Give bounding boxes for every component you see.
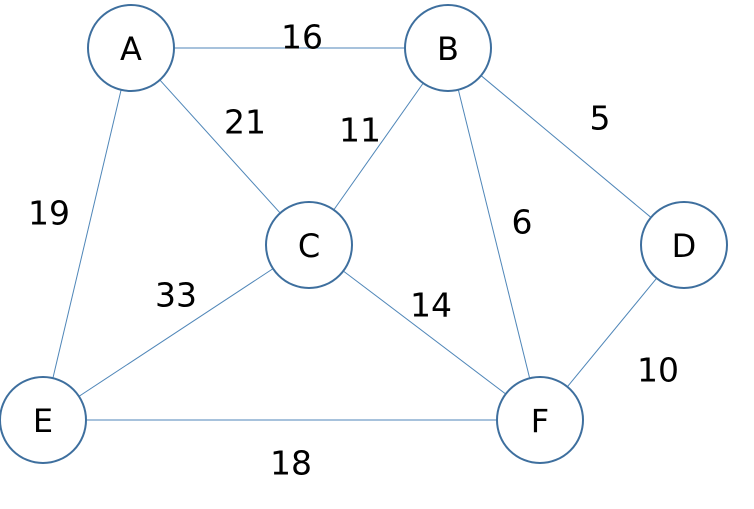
node-circle [404, 4, 492, 92]
edge-weight-c-e: 33 [155, 276, 197, 315]
nodes-layer: A B C D E F [0, 4, 728, 464]
node-d: D [640, 201, 728, 289]
edge-weight-b-c: 11 [339, 111, 381, 150]
node-b: B [404, 4, 492, 92]
edge-a-e [52, 89, 122, 379]
edge-b-c [333, 82, 424, 211]
edge-weight-e-f: 18 [270, 444, 312, 483]
node-label: E [33, 402, 53, 440]
node-label: C [298, 227, 320, 265]
edges-layer [52, 47, 658, 421]
edge-weight-d-f: 10 [637, 351, 679, 390]
node-label: A [120, 30, 142, 68]
edge-b-f [457, 89, 531, 379]
node-e: E [0, 376, 87, 464]
node-label: D [672, 227, 697, 265]
edge-weight-a-b: 16 [281, 18, 323, 57]
node-a: A [87, 4, 175, 92]
node-circle [265, 201, 353, 289]
edge-weight-b-d: 5 [590, 99, 611, 138]
node-circle [496, 376, 584, 464]
node-c: C [265, 201, 353, 289]
edge-d-f [566, 277, 658, 388]
edge-b-d [480, 75, 652, 218]
edge-weight-b-f: 6 [512, 203, 533, 242]
node-label: F [531, 402, 549, 440]
node-circle [87, 4, 175, 92]
edge-weights-layer: 16 21 19 11 5 6 33 14 10 18 [28, 18, 679, 483]
edge-weight-a-c: 21 [224, 103, 266, 142]
edge-a-c [159, 79, 281, 214]
node-label: B [437, 30, 459, 68]
edge-c-e [78, 268, 274, 397]
node-f: F [496, 376, 584, 464]
edge-weight-a-e: 19 [28, 194, 70, 233]
node-circle [640, 201, 728, 289]
node-circle [0, 376, 87, 464]
edge-weight-c-f: 14 [410, 286, 452, 325]
edge-c-f [342, 270, 507, 395]
